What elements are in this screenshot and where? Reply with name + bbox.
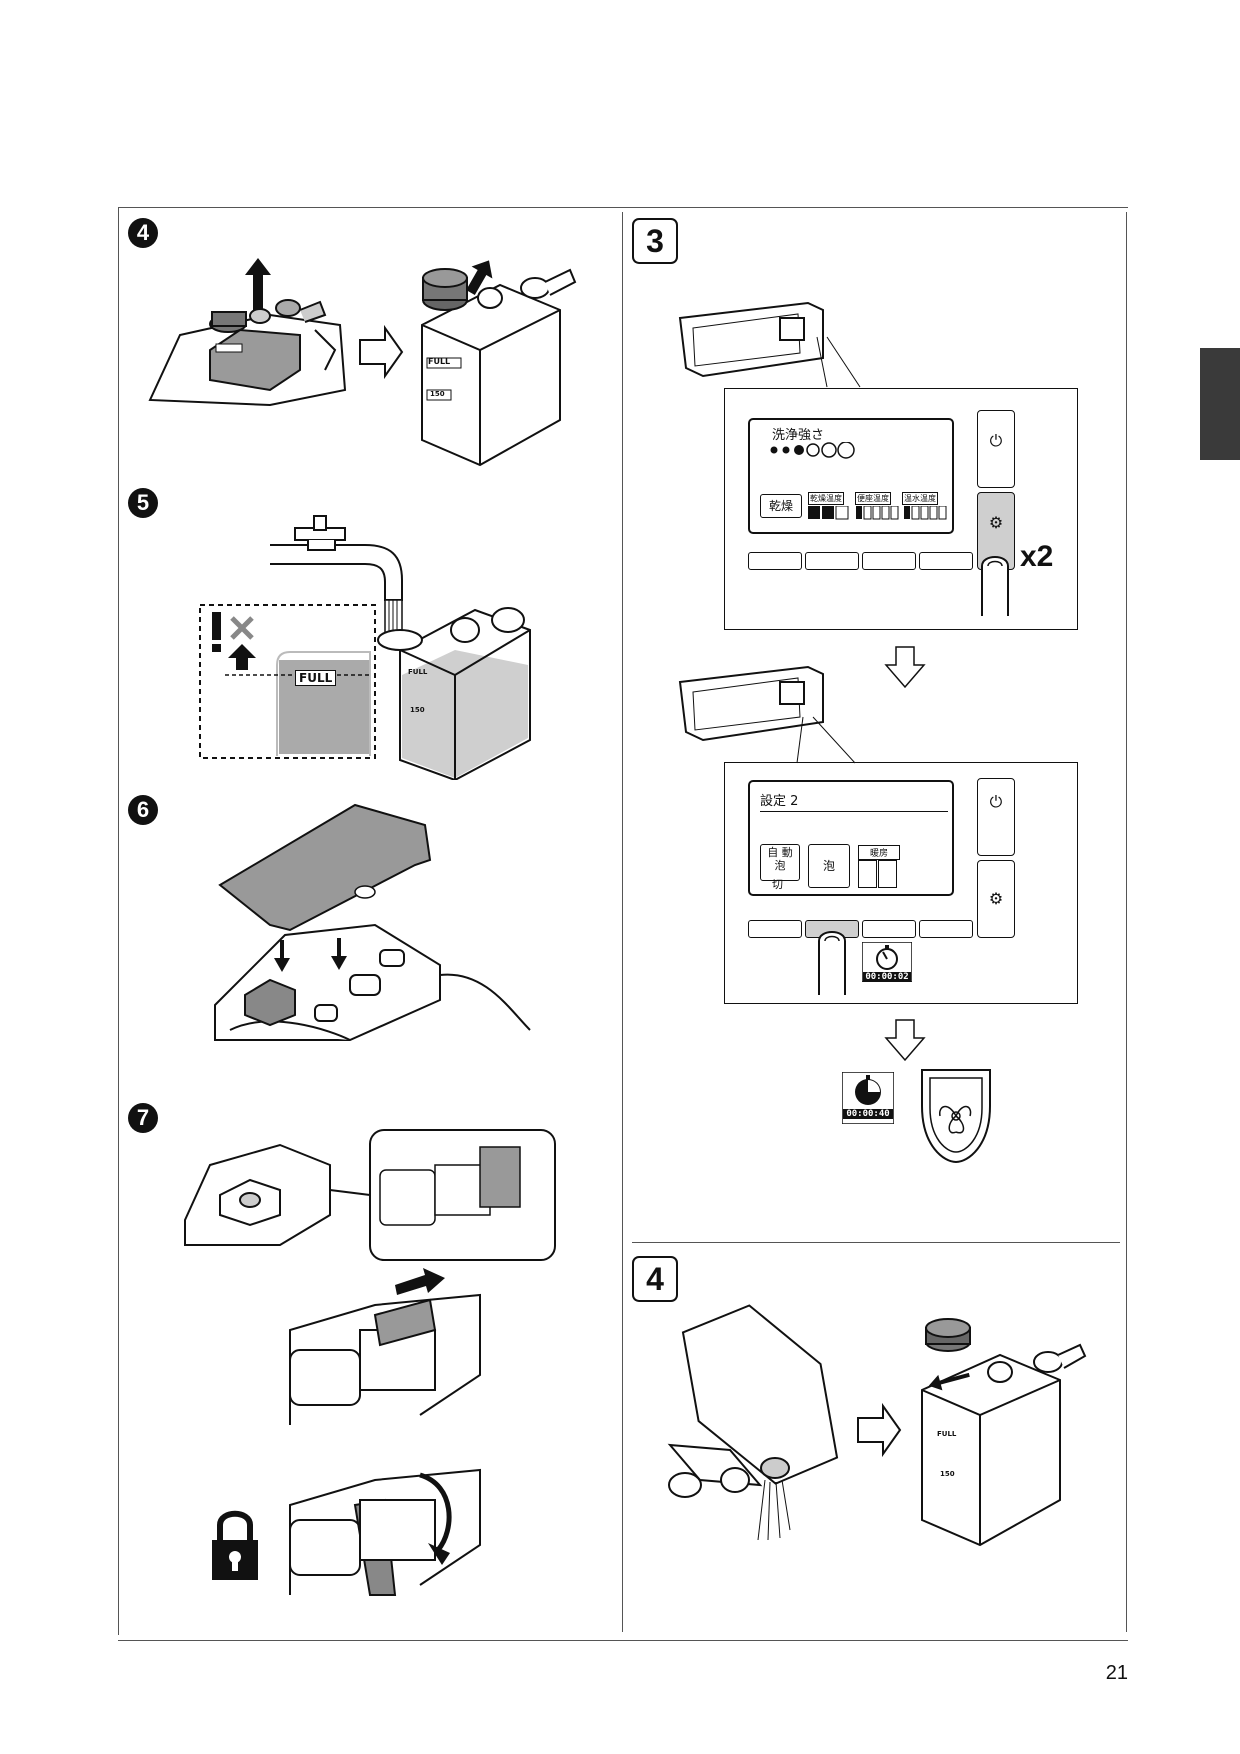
foam-button[interactable]: 泡 bbox=[808, 844, 850, 888]
replace-cover-illustration bbox=[214, 803, 531, 1041]
tank-full-label-4: FULL bbox=[937, 1430, 957, 1438]
right-section-divider bbox=[632, 1242, 1120, 1243]
panel-2-frame bbox=[724, 762, 1078, 1004]
softkey-row-1 bbox=[748, 552, 976, 570]
tank-full-label-1: FULL bbox=[428, 357, 451, 366]
panel-2-screen bbox=[748, 780, 954, 896]
heat-toggle-left[interactable] bbox=[858, 860, 877, 888]
remote-control-icon bbox=[678, 665, 824, 742]
down-arrow-icon bbox=[884, 646, 926, 689]
step-5-marker: 5 bbox=[128, 488, 158, 518]
left-column-rule bbox=[118, 207, 119, 1635]
right-column-rule bbox=[1126, 212, 1127, 1632]
warning-icon bbox=[212, 612, 221, 640]
auto-foam-button[interactable]: 自 動 泡 bbox=[760, 844, 800, 881]
auto-off-label: 切 bbox=[772, 878, 783, 891]
fill-tank-illustration bbox=[199, 515, 531, 780]
foam-label: 泡 bbox=[774, 859, 786, 872]
faucet-icon bbox=[270, 515, 403, 601]
tank-full-label-2: FULL bbox=[295, 670, 337, 686]
step-7-marker: 7 bbox=[128, 1103, 158, 1133]
water-tank-icon bbox=[421, 268, 577, 467]
empty-tank-illustration bbox=[667, 1304, 1087, 1547]
zoom-lines bbox=[796, 716, 856, 764]
remove-tank-illustration bbox=[148, 258, 577, 467]
power-button[interactable]: ⏻ bbox=[977, 410, 1015, 488]
lock-tank-illustration bbox=[184, 1129, 556, 1596]
step-3-box: 3 bbox=[632, 218, 678, 264]
timer-readout-2: 00:00:40 bbox=[843, 1109, 893, 1119]
strength-dots bbox=[770, 442, 855, 459]
finger-press-icon bbox=[981, 556, 1009, 616]
remote-control-icon bbox=[678, 301, 824, 378]
softkey-1[interactable] bbox=[748, 920, 802, 938]
up-arrow-icon bbox=[245, 258, 271, 310]
tank-full-label-3: FULL bbox=[408, 668, 428, 676]
settings-button[interactable]: ⚙ bbox=[977, 860, 1015, 938]
zoom-lines bbox=[816, 336, 861, 388]
group-label-dry-temp: 乾燥温度 bbox=[808, 492, 844, 505]
page-number: 21 bbox=[1105, 1662, 1128, 1684]
rotate-arrow-icon bbox=[419, 1472, 452, 1552]
lock-icon bbox=[212, 1510, 258, 1580]
next-arrow-icon bbox=[857, 1402, 902, 1458]
down-arrow-icon bbox=[884, 1019, 926, 1062]
group-label-water-temp: 温水温度 bbox=[902, 492, 938, 505]
softkey-3[interactable] bbox=[862, 552, 916, 570]
step-4-marker: 4 bbox=[128, 218, 158, 248]
panel-1-frame bbox=[724, 388, 1078, 630]
softkey-1[interactable] bbox=[748, 552, 802, 570]
dry-button[interactable]: 乾燥 bbox=[760, 494, 802, 518]
softkey-3[interactable] bbox=[862, 920, 916, 938]
softkey-4[interactable] bbox=[919, 552, 973, 570]
bottom-rule bbox=[118, 1640, 1128, 1641]
top-rule bbox=[118, 207, 1128, 208]
auto-label: 自 動 bbox=[767, 846, 793, 859]
tank-level-label-1: 150 bbox=[430, 390, 445, 398]
timer-readout-1: 00:00:02 bbox=[863, 972, 911, 982]
water-tank-icon bbox=[667, 1304, 839, 1498]
panel-2-title: 設定 2 bbox=[760, 790, 948, 812]
water-tank-icon bbox=[377, 607, 531, 780]
softkey-4[interactable] bbox=[919, 920, 973, 938]
center-column-rule bbox=[622, 212, 623, 1632]
step-4-box: 4 bbox=[632, 1256, 678, 1302]
cover-icon bbox=[218, 803, 432, 932]
finger-press-icon bbox=[818, 931, 846, 995]
prohibit-icon bbox=[230, 616, 254, 640]
power-button[interactable]: ⏻ bbox=[977, 778, 1015, 856]
slide-left-arrow-icon bbox=[395, 1268, 445, 1295]
heat-toggle-right[interactable] bbox=[878, 860, 897, 888]
tank-level-label-2: 150 bbox=[410, 706, 425, 714]
softkey-row-2 bbox=[748, 920, 976, 938]
tank-level-label-3: 150 bbox=[940, 1470, 955, 1478]
temperature-level-bars bbox=[808, 506, 947, 520]
press-count: x2 bbox=[1020, 540, 1054, 573]
panel-1-title: 洗浄強さ bbox=[772, 428, 825, 443]
heat-label: 暖房 bbox=[858, 845, 900, 860]
water-tank-icon bbox=[921, 1318, 1087, 1547]
foam-bowl-icon bbox=[921, 1069, 991, 1164]
step-6-marker: 6 bbox=[128, 795, 158, 825]
chapter-tab bbox=[1200, 348, 1240, 460]
panel-1-screen bbox=[748, 418, 954, 534]
softkey-2[interactable] bbox=[805, 552, 859, 570]
next-arrow-icon bbox=[359, 324, 404, 380]
group-label-seat-temp: 便座温度 bbox=[855, 492, 891, 505]
